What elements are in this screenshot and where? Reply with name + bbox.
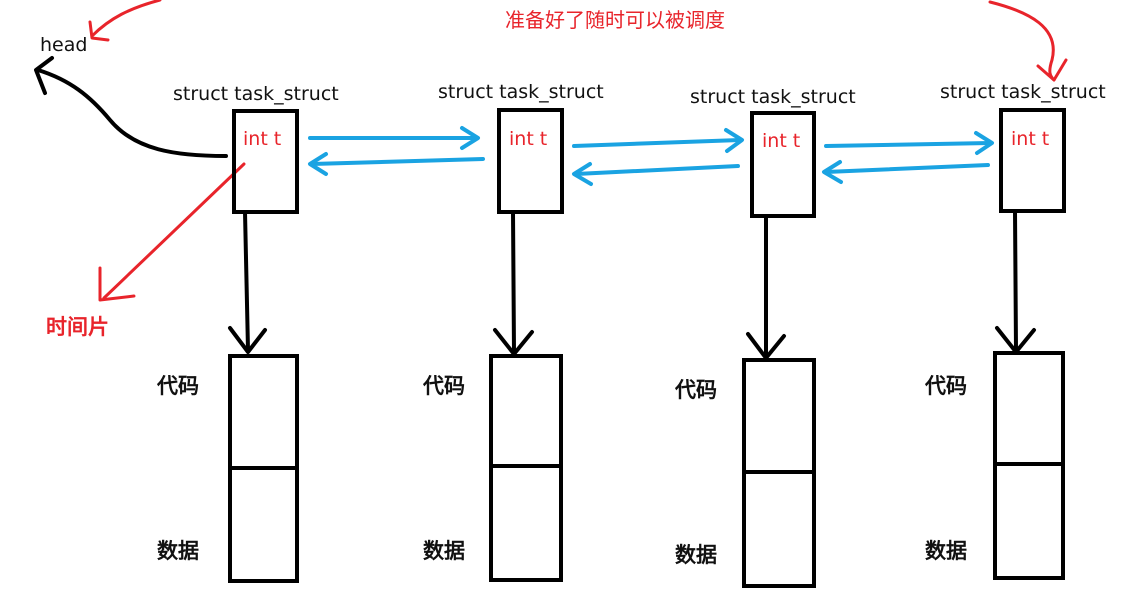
pointer-line [243, 210, 250, 352]
task-struct-box [999, 108, 1066, 213]
code-label: 代码 [674, 378, 717, 402]
code-label: 代码 [422, 374, 465, 398]
task-struct-box [750, 111, 816, 218]
next-link-arrowhead [460, 126, 480, 150]
prev-link-arrow [824, 163, 990, 174]
task-node: struct task_struct int t 代码 数据 [422, 81, 604, 582]
ready-arrow-right-head [1036, 58, 1068, 82]
timeslice-label: 时间片 [46, 315, 109, 339]
code-label: 代码 [156, 374, 199, 398]
task-node: struct task_struct int t 代码 数据 [924, 81, 1106, 580]
timeslice-arrow [102, 162, 246, 300]
ready-arrow-left-head [88, 20, 110, 42]
struct-label: struct task_struct [173, 83, 339, 105]
struct-label: struct task_struct [438, 81, 604, 103]
field-label: int t [1011, 128, 1049, 150]
ready-arrow-right [988, 0, 1056, 82]
next-link-arrow [824, 141, 992, 148]
timeslice-arrowhead [98, 266, 136, 302]
data-label: 数据 [675, 543, 717, 567]
field-label: int t [762, 130, 800, 152]
data-label: 数据 [423, 539, 465, 563]
task-node: struct task_struct int t 代码 数据 [674, 86, 856, 588]
head-pointer-arrowhead [34, 56, 54, 95]
prev-link-arrow [574, 164, 740, 176]
next-link-arrowhead [974, 131, 994, 155]
data-label: 数据 [157, 539, 199, 563]
field-label: int t [509, 128, 547, 150]
ready-arrow-left [90, 0, 162, 38]
pointer-line [511, 210, 516, 354]
prev-link-arrowhead [308, 152, 328, 176]
prev-link-arrowhead [572, 162, 593, 186]
next-link-arrow [572, 138, 742, 148]
code-label: 代码 [924, 374, 967, 398]
task-struct-box [497, 108, 564, 214]
pointer-arrowhead [228, 326, 267, 354]
prev-link-arrow [310, 157, 485, 166]
prev-link-arrowhead [822, 160, 843, 184]
field-label: int t [243, 128, 281, 150]
task-node: struct task_struct int t 代码 数据 [156, 83, 339, 583]
head-pointer-arrow [36, 68, 228, 158]
struct-label: struct task_struct [690, 86, 856, 108]
data-label: 数据 [925, 539, 967, 563]
pointer-line [1013, 209, 1018, 352]
task-struct-box [232, 109, 299, 214]
struct-label: struct task_struct [940, 81, 1106, 103]
ready-note: 准备好了随时可以被调度 [505, 8, 725, 32]
head-label: head [40, 34, 87, 56]
next-link-arrowhead [724, 128, 744, 153]
